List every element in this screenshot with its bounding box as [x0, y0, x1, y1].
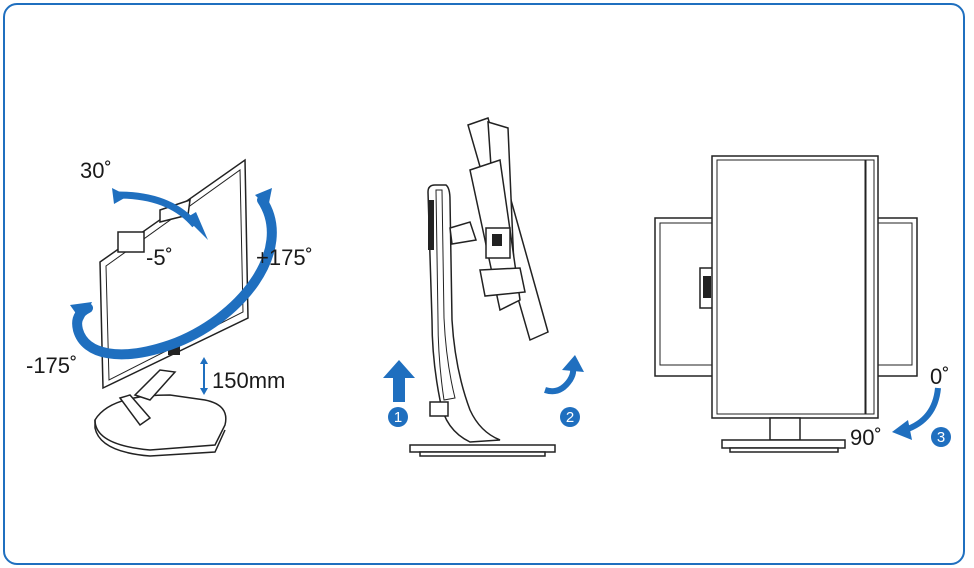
- swivel-arrow: [72, 195, 277, 360]
- swivel-right-label: +175˚: [256, 245, 313, 270]
- middle-monitor: [409, 117, 556, 457]
- tilt-forward-label: -5˚: [146, 245, 173, 270]
- right-monitor-portrait: [711, 155, 879, 419]
- angle-end-label: 90˚: [850, 425, 882, 450]
- middle-monitor-base: [409, 444, 556, 453]
- lift-arrow: [383, 360, 415, 402]
- step-1-badge: 1: [388, 407, 408, 427]
- angle-start-label: 0˚: [930, 364, 950, 389]
- left-monitor-screen: [99, 158, 249, 390]
- right-monitor-base: [721, 439, 846, 449]
- step-3-badge: 3: [931, 427, 951, 447]
- left-monitor: [94, 158, 249, 457]
- height-adjust-label: 150mm: [212, 368, 286, 393]
- left-monitor-neck: [118, 394, 152, 427]
- rotate-arrow: [903, 387, 941, 433]
- left-monitor-base: [94, 394, 227, 451]
- step-2-badge: 2: [560, 407, 580, 427]
- tilt-back-label: 30˚: [80, 158, 112, 183]
- right-monitor: [654, 155, 918, 453]
- swivel-left-label: -175˚: [26, 353, 78, 378]
